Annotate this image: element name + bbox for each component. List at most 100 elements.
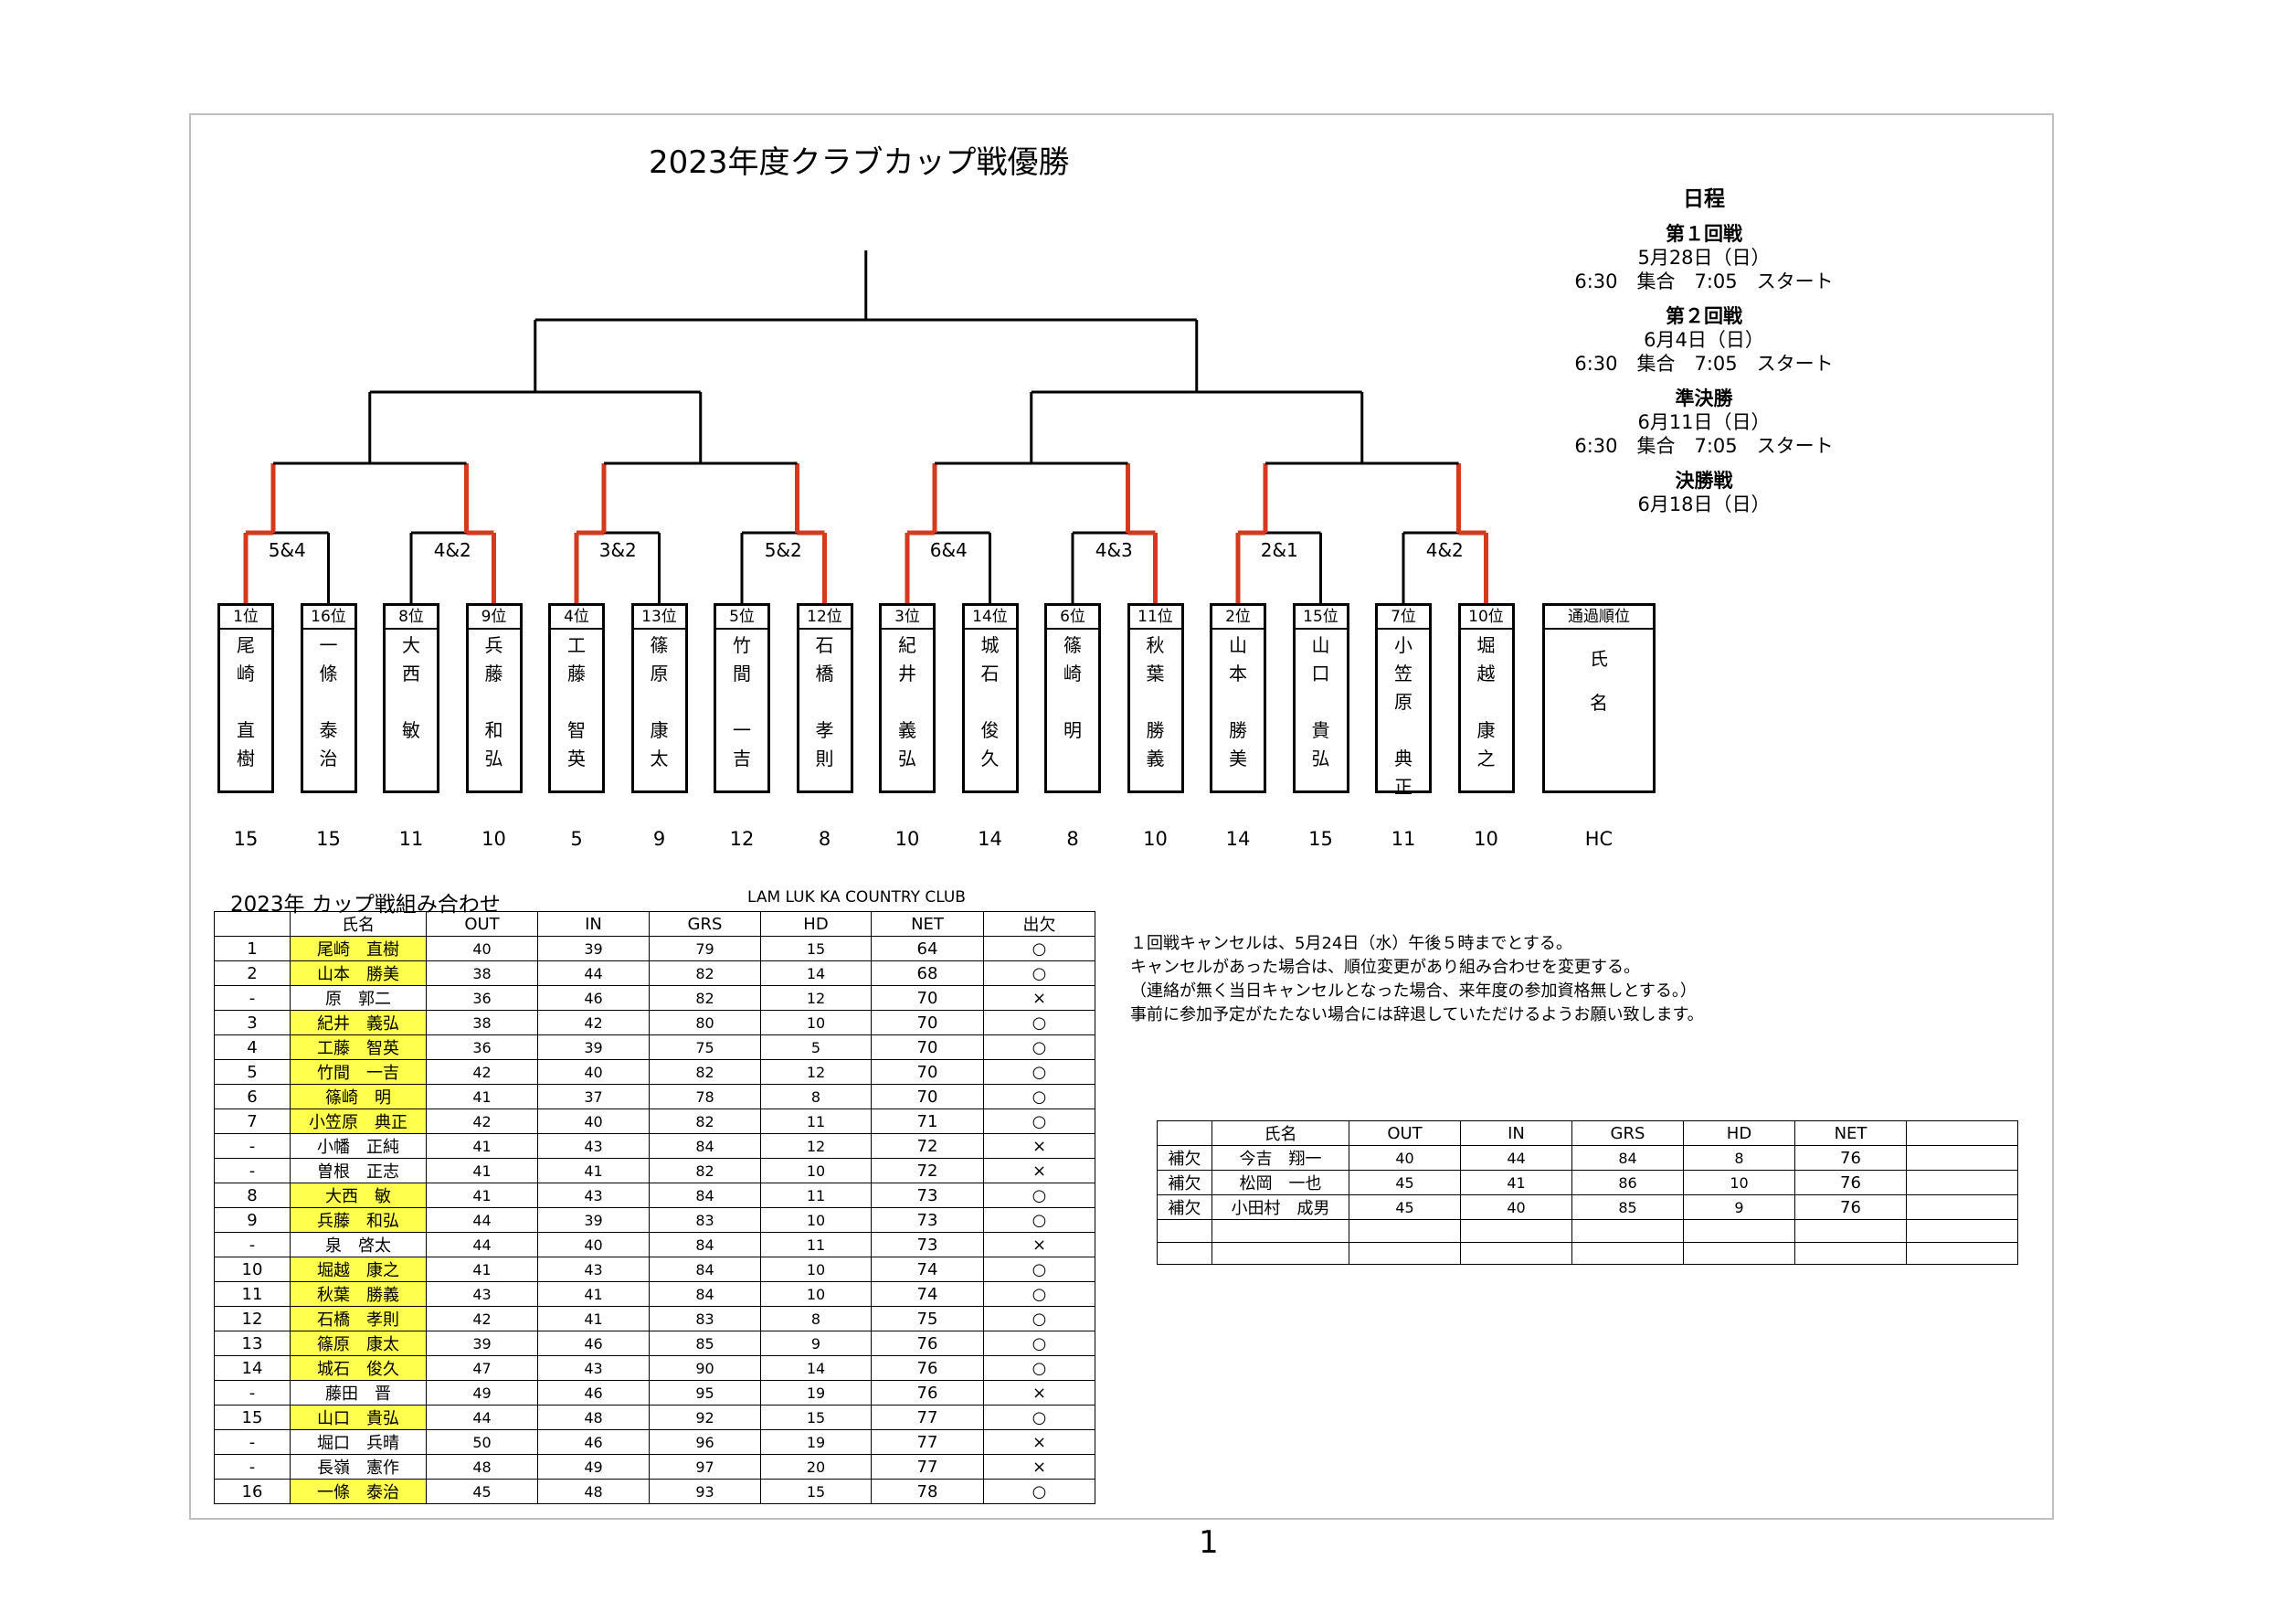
table-cell: 84 <box>649 1133 761 1159</box>
table-cell: ○ <box>983 960 1095 986</box>
schedule-heading: 日程 <box>1683 187 1725 211</box>
match-score: 5&2 <box>764 539 802 561</box>
table-cell: 41 <box>426 1084 538 1109</box>
table-cell: 5 <box>214 1059 291 1085</box>
table-cell: 14 <box>760 960 872 986</box>
player-hc: 14 <box>1225 828 1251 850</box>
table-cell <box>1571 1241 1684 1265</box>
player-box: 7位小 笠 原 典 正 <box>1375 603 1432 798</box>
table-cell: 41 <box>426 1133 538 1159</box>
round-date: 6月11日（日） <box>1637 411 1771 433</box>
table-cell: ○ <box>983 1183 1095 1208</box>
table-cell: 藤田 晋 <box>290 1380 427 1406</box>
table-cell: 10 <box>760 1257 872 1282</box>
column-header <box>214 911 291 937</box>
note-line: １回戦キャンセルは、5月24日（水）午後５時までとする。 <box>1130 934 1572 953</box>
table-cell: 46 <box>537 1380 650 1406</box>
table-cell: 46 <box>537 985 650 1011</box>
table-cell: ○ <box>983 1355 1095 1381</box>
table-cell: ○ <box>983 1059 1095 1085</box>
table-cell: 82 <box>649 985 761 1011</box>
table-cell <box>1349 1241 1461 1265</box>
table-cell: 2 <box>214 960 291 986</box>
table-cell: 45 <box>1349 1170 1461 1195</box>
player-name: 堀 越 康 之 <box>1476 634 1496 769</box>
table-cell: 44 <box>426 1207 538 1233</box>
table-cell: 70 <box>871 1084 984 1109</box>
table-cell: 76 <box>871 1355 984 1381</box>
table-cell: 97 <box>649 1454 761 1480</box>
table-cell: ○ <box>983 1405 1095 1430</box>
schedule-round: 第２回戦 6月4日（日） 6:30 集合 7:05 スタート <box>1553 304 1855 376</box>
table-cell: - <box>214 1158 291 1183</box>
table-cell: 93 <box>649 1479 761 1504</box>
table-cell <box>1906 1194 2018 1220</box>
table-cell: 41 <box>537 1306 650 1331</box>
player-name: 小 笠 原 典 正 <box>1394 634 1413 798</box>
table-cell: 10 <box>760 1010 872 1035</box>
legend-hc-label: HC <box>1584 828 1614 850</box>
table-cell: 79 <box>649 936 761 961</box>
table-cell: 10 <box>214 1257 291 1282</box>
player-rank: 10位 <box>1460 606 1512 630</box>
table-cell: 43 <box>537 1133 650 1159</box>
player-hc: 10 <box>894 828 920 850</box>
table-cell <box>1460 1241 1572 1265</box>
table-cell: 兵藤 和弘 <box>290 1207 427 1233</box>
player-box: 13位篠 原 康 太 <box>630 603 688 793</box>
player-box: 11位秋 葉 勝 義 <box>1127 603 1184 793</box>
table-cell <box>1460 1219 1572 1243</box>
table-cell: 14 <box>760 1355 872 1381</box>
table-cell: 40 <box>537 1232 650 1257</box>
table-cell: 39 <box>537 1207 650 1233</box>
table-cell: 9 <box>214 1207 291 1233</box>
player-hc: 15 <box>233 828 259 850</box>
player-rank: 12位 <box>799 606 851 630</box>
player-hc: 15 <box>1308 828 1333 850</box>
column-header: IN <box>537 911 650 937</box>
table-cell: 48 <box>537 1479 650 1504</box>
player-name: 石 橋 孝 則 <box>815 634 834 769</box>
table-cell: 70 <box>871 1034 984 1060</box>
table-cell: 工藤 智英 <box>290 1034 427 1060</box>
player-rank: 14位 <box>964 606 1016 630</box>
table-cell: 84 <box>649 1257 761 1282</box>
table-cell: - <box>214 1380 291 1406</box>
table-cell: 15 <box>760 1405 872 1430</box>
table-cell: 9 <box>1683 1194 1795 1220</box>
table-cell: 76 <box>1794 1170 1907 1195</box>
table-row <box>1157 1219 2018 1243</box>
table-cell: 72 <box>871 1158 984 1183</box>
player-rank: 6位 <box>1047 606 1098 630</box>
match-score: 4&2 <box>1425 539 1464 561</box>
table-cell: 39 <box>426 1331 538 1356</box>
table-cell: 14 <box>214 1355 291 1381</box>
player-name: 大 西 敏 <box>402 634 420 741</box>
table-cell: 80 <box>649 1010 761 1035</box>
table-cell: ○ <box>983 1109 1095 1134</box>
player-box: 12位石 橋 孝 則 <box>796 603 853 793</box>
table-cell: 小田村 成男 <box>1211 1194 1349 1220</box>
table-cell: 16 <box>214 1479 291 1504</box>
table-cell <box>1906 1145 2018 1171</box>
table-cell: 78 <box>649 1084 761 1109</box>
column-header: IN <box>1460 1120 1572 1146</box>
table-cell: 42 <box>537 1010 650 1035</box>
table-cell: ○ <box>983 1479 1095 1504</box>
table-row <box>1157 1241 2018 1265</box>
table-cell: 竹間 一吉 <box>290 1059 427 1085</box>
table-cell: 大西 敏 <box>290 1183 427 1208</box>
table-cell: 43 <box>537 1183 650 1208</box>
table-cell: 尾崎 直樹 <box>290 936 427 961</box>
round-name: 準決勝 <box>1675 387 1733 409</box>
table-cell: 41 <box>1460 1170 1572 1195</box>
column-header: HD <box>760 911 872 937</box>
table-cell: 10 <box>760 1207 872 1233</box>
